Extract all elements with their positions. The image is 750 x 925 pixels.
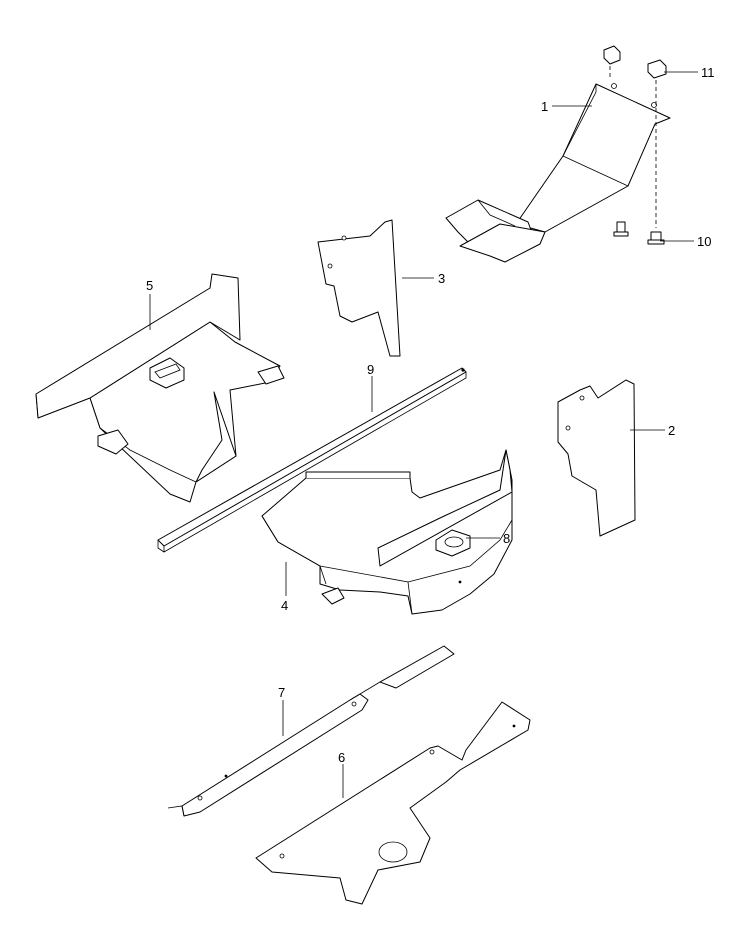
callout-6: 6 [338,750,345,765]
callout-4: 4 [281,598,288,613]
callout-8: 8 [503,531,510,546]
callout-labels: 1 2 3 4 5 6 7 8 9 10 11 [146,65,715,765]
callout-7: 7 [278,685,285,700]
part-lower-long-plate [255,701,531,905]
callout-5: 5 [146,278,153,293]
part-lower-strip [167,645,455,817]
part-seal-strip [157,367,467,553]
callout-2: 2 [668,423,675,438]
callout-1: 1 [541,99,548,114]
callout-11: 11 [701,65,715,80]
part-center-shield-tray [261,449,513,615]
part-left-shield-tray [35,273,285,503]
callout-3: 3 [438,271,445,286]
callout-9: 9 [367,362,374,377]
leader-lines [149,71,698,798]
callout-10: 10 [697,234,711,249]
part-center-flat-plate [317,219,401,357]
part-top-right-bracket [445,45,671,263]
part-right-flat-plate [557,379,636,537]
